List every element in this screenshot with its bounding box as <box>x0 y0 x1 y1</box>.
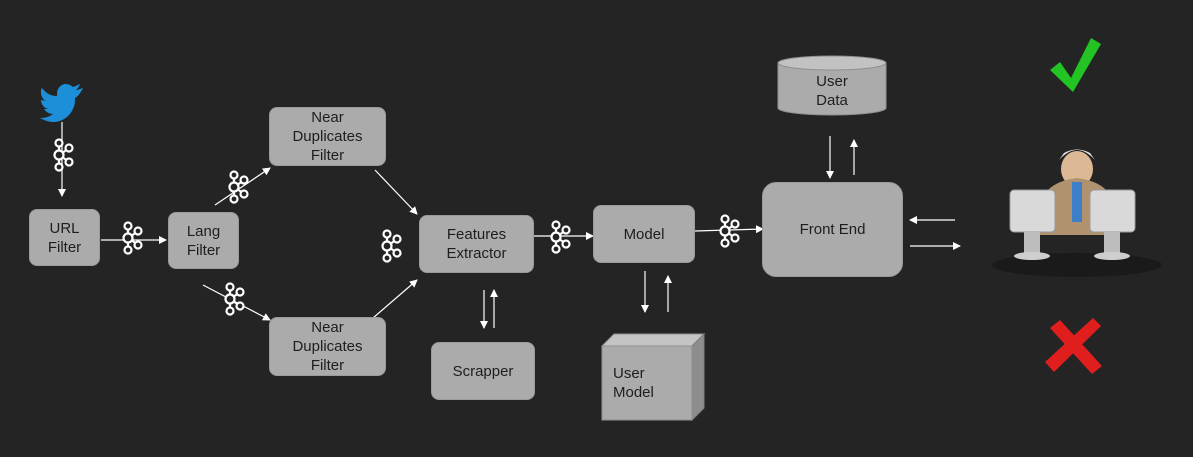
arrow-near-top-to-features <box>374 169 418 215</box>
url-filter-node: URL Filter <box>29 209 100 266</box>
features-extractor-node: Features Extractor <box>419 215 534 273</box>
arrow-near-bottom-to-features <box>372 279 418 319</box>
arrows <box>58 122 961 329</box>
near-duplicates-filter-top-node: Near Duplicates Filter <box>269 107 386 166</box>
near-duplicates-filter-bottom-node: Near Duplicates Filter <box>269 317 386 376</box>
kafka-logo-icon <box>122 221 143 255</box>
kafka-logo-icon <box>550 220 571 254</box>
user-data-label: User Data <box>816 73 848 109</box>
lang-filter-node: Lang Filter <box>168 212 239 269</box>
green-checkmark-icon <box>1050 38 1101 92</box>
kafka-logo-icon <box>228 170 249 204</box>
twitter-bird-icon <box>40 84 83 122</box>
model-node: Model <box>593 205 695 263</box>
user-at-computer-icon <box>992 149 1162 277</box>
arrow-lang-to-near-top <box>214 167 271 206</box>
kafka-logo-icon <box>224 282 245 316</box>
red-cross-icon <box>1045 318 1102 374</box>
user-data-cylinder <box>777 55 887 116</box>
scrapper-node: Scrapper <box>431 342 535 400</box>
front-end-node: Front End <box>762 182 903 277</box>
kafka-logo-icon <box>719 214 740 248</box>
user-model-box <box>600 332 706 422</box>
user-model-label: User Model <box>613 365 654 401</box>
kafka-logo-icon <box>53 138 74 172</box>
kafka-logo-icon <box>381 229 402 263</box>
